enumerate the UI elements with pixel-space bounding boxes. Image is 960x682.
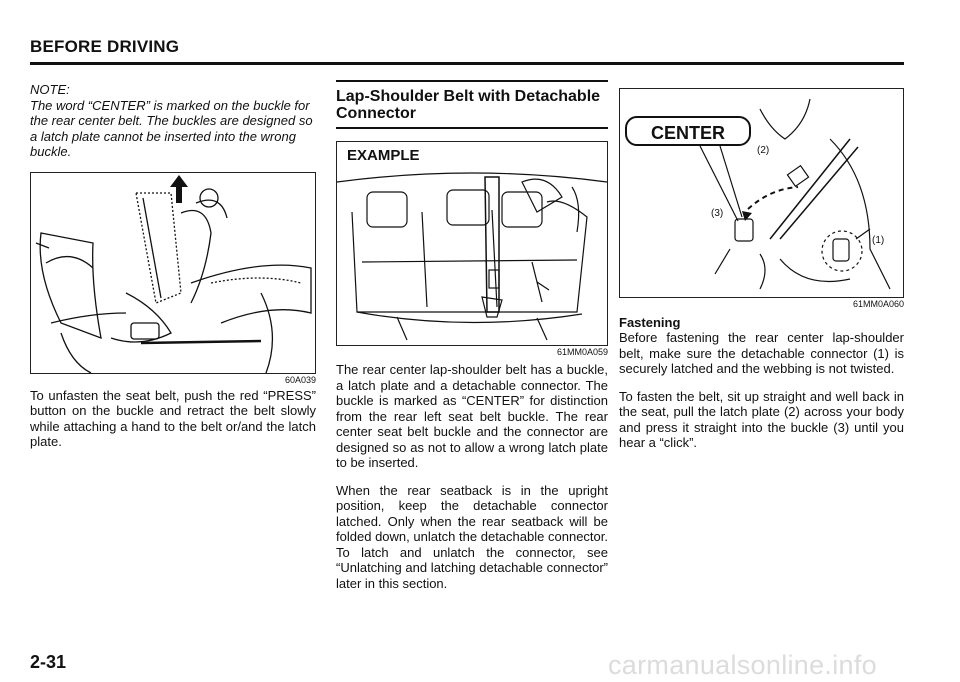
figure-code-61mm0a059: 61MM0A059 bbox=[556, 347, 608, 357]
right-column: CENTER (2) (3) (1) 61MM0A060 Fastening B… bbox=[619, 88, 904, 451]
note-text: The word “CENTER” is marked on the buckl… bbox=[30, 97, 313, 160]
example-label: EXAMPLE bbox=[347, 147, 420, 164]
page-number: 2-31 bbox=[30, 652, 67, 672]
figure-code-60a039: 60A039 bbox=[284, 374, 316, 385]
unfasten-drawing bbox=[35, 174, 312, 373]
fastening-check-text: Before fastening the rear center lap-sho… bbox=[619, 330, 904, 376]
center-tag: CENTER bbox=[625, 116, 751, 146]
watermark: carmanualsonline.info bbox=[608, 650, 877, 680]
detachable-connector-instructions: When the rear seatback is in the upright… bbox=[336, 482, 608, 591]
middle-column: Lap-Shoulder Belt with Detachable Connec… bbox=[336, 80, 608, 591]
callout-2: (2) bbox=[757, 145, 770, 156]
fastening-instructions: To fasten the belt, sit up straight and … bbox=[619, 388, 904, 451]
rear-seat-drawing bbox=[337, 172, 607, 341]
page-header-title: BEFORE DRIVING bbox=[30, 37, 180, 56]
seatbelt-unfasten-illustration bbox=[30, 171, 316, 374]
note-block: NOTE: The word “CENTER” is marked on the… bbox=[30, 82, 316, 160]
header-rule bbox=[30, 62, 904, 65]
callout-1: (1) bbox=[872, 235, 885, 246]
center-belt-description: The rear center lap-shoulder belt has a … bbox=[336, 362, 608, 470]
unfasten-instructions: To unfasten the seat belt, push the red … bbox=[30, 387, 316, 450]
center-buckle-drawing bbox=[699, 98, 891, 290]
rear-seat-example-illustration: EXAMPLE bbox=[336, 141, 608, 346]
left-column: NOTE: The word “CENTER” is marked on the… bbox=[30, 82, 316, 450]
center-buckle-illustration: CENTER (2) (3) (1) bbox=[619, 88, 904, 298]
section-rule-top bbox=[336, 80, 608, 82]
note-label: NOTE: bbox=[30, 82, 70, 97]
callout-3: (3) bbox=[711, 208, 724, 219]
section-title: Lap-Shoulder Belt with Detachable Connec… bbox=[336, 82, 608, 129]
figure-code-61mm0a060: 61MM0A060 bbox=[852, 299, 904, 309]
fastening-heading: Fastening bbox=[619, 315, 681, 330]
